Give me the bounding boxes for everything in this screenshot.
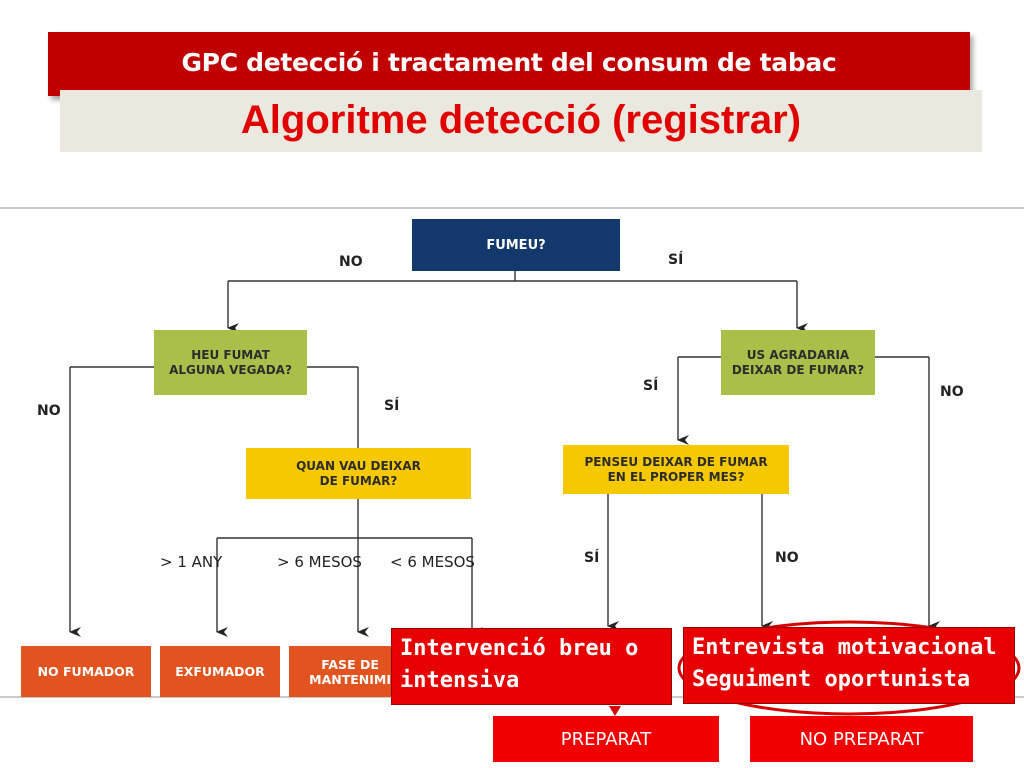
outcome-prepared: PREPARAT <box>493 716 719 762</box>
node-smokes: FUMEU? <box>412 219 620 271</box>
callout-motivational-interview: Entrevista motivacional Seguiment oportu… <box>683 627 1015 704</box>
node-non-smoker: NO FUMADOR <box>21 646 151 697</box>
edge-label-no: NO <box>37 403 61 419</box>
edge-label-no: NO <box>339 254 363 270</box>
title-banner <box>48 32 970 96</box>
subtitle-banner <box>60 90 982 152</box>
edge-label-over-6-months: > 6 MESOS <box>277 553 362 571</box>
edge-label-yes: SÍ <box>668 252 684 268</box>
callout-pointer <box>609 706 621 716</box>
page-title: GPC detecció i tractament del consum de … <box>181 48 837 77</box>
outcome-not-prepared: NO PREPARAT <box>750 716 973 762</box>
edge-label-no: NO <box>940 384 964 400</box>
highlight-ellipse <box>677 620 1021 716</box>
edge-label-yes: SÍ <box>643 378 659 394</box>
divider-top <box>0 207 1024 209</box>
node-ex-smoker: EXFUMADOR <box>160 646 280 697</box>
page-subtitle: Algoritme detecció (registrar) <box>240 98 802 142</box>
edge-label-under-6-months: < 6 MESOS <box>390 553 475 571</box>
edge-label-no: NO <box>775 550 799 566</box>
callout-brief-intervention: Intervenció breu o intensiva <box>391 628 672 705</box>
edge-label-over-1-year: > 1 ANY <box>160 553 223 571</box>
edge-label-yes: SÍ <box>584 550 600 566</box>
edge-label-yes: SÍ <box>384 398 400 414</box>
